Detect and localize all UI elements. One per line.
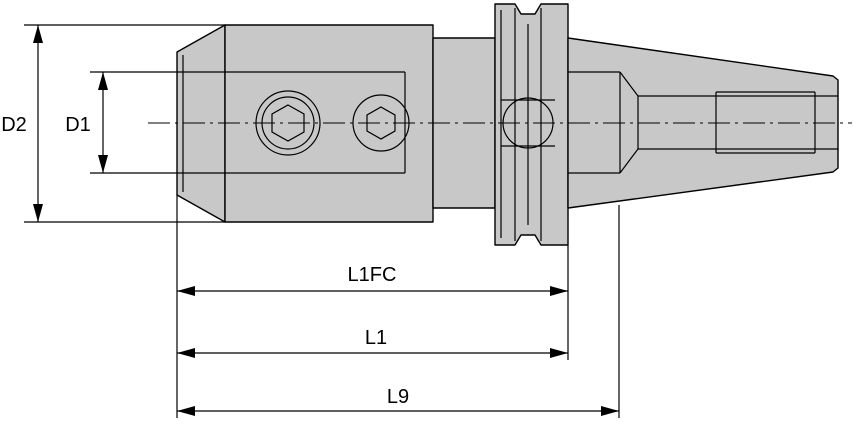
l9-dimension: L9	[177, 386, 619, 416]
taper-step-bottom	[619, 148, 639, 174]
d2-label: D2	[1, 114, 27, 136]
l1fc-dimension: L1FC	[177, 264, 568, 296]
tool-holder-body	[176, 3, 839, 246]
taper-step-top	[619, 71, 639, 97]
flange	[494, 3, 569, 246]
l1-label: L1	[365, 327, 387, 349]
l1-dimension: L1	[177, 327, 568, 358]
d1-dimension: D1	[65, 71, 183, 174]
l1fc-label: L1FC	[348, 264, 397, 286]
l9-label: L9	[387, 386, 409, 408]
d2-dimension: D2	[1, 24, 225, 223]
d1-label: D1	[65, 114, 91, 136]
